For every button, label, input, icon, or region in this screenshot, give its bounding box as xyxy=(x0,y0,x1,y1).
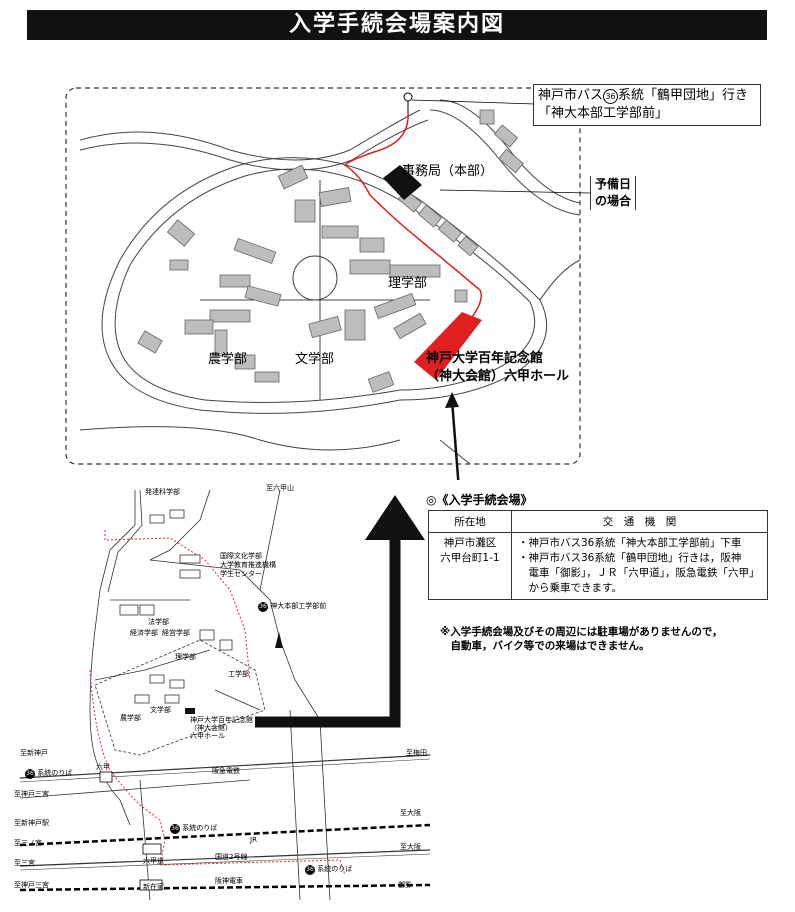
route-2 xyxy=(19,849,431,867)
map-label: 法学部 xyxy=(148,618,169,626)
north-arrow-icon xyxy=(275,632,283,648)
office-label: 事務局（本部） xyxy=(402,164,494,179)
bus-stop-label: 36 系統のりば xyxy=(170,824,218,834)
map-label: 御影 xyxy=(398,881,412,889)
road xyxy=(539,259,581,301)
big-arrow xyxy=(255,538,401,728)
campus-ring-road-inner xyxy=(114,168,536,403)
map-dashed-frame xyxy=(65,87,581,465)
road xyxy=(214,689,261,711)
campus-frame xyxy=(94,639,266,756)
bus-stop-label: 36 系統のりば xyxy=(305,865,353,875)
venue-heading: ◎《入学手続会場》 xyxy=(426,493,533,507)
road xyxy=(19,779,251,799)
road xyxy=(107,489,143,593)
map-label: 国際文化学部 大学教育推進機構 学生センター xyxy=(220,552,276,578)
map-label: 至大阪 xyxy=(400,843,421,851)
science-label: 理学部 xyxy=(388,276,428,291)
road xyxy=(439,99,581,204)
map-label: 六甲道 xyxy=(143,857,164,865)
walking-route xyxy=(343,111,482,331)
map-label: 至三ノ宮 xyxy=(14,839,42,847)
page-title: 入学手続会場案内図 xyxy=(27,10,767,40)
map-label: 至大阪 xyxy=(400,809,421,817)
map-label: 新在家 xyxy=(143,883,164,891)
campus-ring-road xyxy=(101,157,548,414)
road xyxy=(319,719,331,901)
map-label: JR xyxy=(250,836,257,844)
road xyxy=(259,489,281,591)
bus-stop-label: 36 神大本部工学部前 xyxy=(258,602,327,612)
map-label: 理学部 xyxy=(175,653,196,661)
bus-stop-label: 36 系統のりば xyxy=(25,769,73,779)
location-cell: 神戸市灘区 六甲台町1-1 xyxy=(428,532,512,600)
road xyxy=(79,426,401,451)
map-label: 至新神戸駅 xyxy=(14,819,49,827)
letters-label: 文学部 xyxy=(295,352,335,367)
map-label: 至新神戸 xyxy=(20,749,48,757)
venue-building xyxy=(414,312,482,380)
agriculture-label: 農学部 xyxy=(208,352,248,367)
jr-line xyxy=(19,823,431,847)
map-label: 発達科学部 xyxy=(145,488,180,496)
hanshin-line xyxy=(19,883,431,892)
bus-route-number: 36 xyxy=(603,89,619,104)
shinzaike-station xyxy=(139,879,163,891)
hankyu-line xyxy=(19,754,431,779)
road xyxy=(149,559,321,721)
road xyxy=(149,489,211,561)
venue-small-label: 神戸大学百年記念館 （神大会館） 六甲ホール xyxy=(190,716,253,740)
roundabout xyxy=(292,255,338,301)
office-building xyxy=(383,165,422,200)
map-label: 阪急電鉄 xyxy=(212,767,240,775)
map-label: 至六甲山 xyxy=(266,484,294,492)
table-header: 交 通 機 関 xyxy=(511,510,768,533)
parking-note: ※入学手続会場及びその周辺には駐車場がありませんので， 自動車，バイク等での来場… xyxy=(440,626,723,652)
venue-marker xyxy=(185,708,195,714)
reserve-day-box: 予備日 の場合 xyxy=(590,176,637,210)
hankyu-rokko-station xyxy=(99,771,113,783)
map-label: 至梅田 xyxy=(406,749,427,757)
map-label: 工学部 xyxy=(228,670,249,678)
road xyxy=(94,649,211,681)
map-label: 国道2号線 xyxy=(215,853,248,861)
road xyxy=(289,709,301,901)
map-label: 農学部 xyxy=(120,714,141,722)
bus-route xyxy=(89,530,346,876)
bus-stop-pin xyxy=(403,92,413,102)
table-header: 所在地 xyxy=(428,510,512,533)
road xyxy=(79,119,429,171)
map-label: 至三宮 xyxy=(14,859,35,867)
road xyxy=(79,109,421,161)
area-overview-map: 発達科学部 至六甲山 国際文化学部 大学教育推進機構 学生センター 36 神大本… xyxy=(0,480,440,912)
map-label: 経済学部 xyxy=(130,629,158,637)
venue-pointer-arrow xyxy=(445,392,459,408)
map-label: 至神戸三宮 xyxy=(14,790,49,798)
map-label: 六甲 xyxy=(96,763,110,771)
map-label: 経営学部 xyxy=(162,629,190,637)
venue-info-table: 所在地 交 通 機 関 神戸市灘区 六甲台町1-1 ・神戸市バス36系統「神大本… xyxy=(428,510,768,600)
transport-cell: ・神戸市バス36系統「神大本部工学部前」下車 ・神戸市バス36系統「鶴甲団地」行… xyxy=(511,532,768,600)
map-label: 阪神電車 xyxy=(215,877,243,885)
map-label: 文学部 xyxy=(150,706,171,714)
venue-label: 神戸大学百年記念館 （神大会館）六甲ホール xyxy=(426,351,570,384)
rokkomichi-station xyxy=(142,843,162,855)
map-label: 至神戸三宮 xyxy=(14,881,49,889)
